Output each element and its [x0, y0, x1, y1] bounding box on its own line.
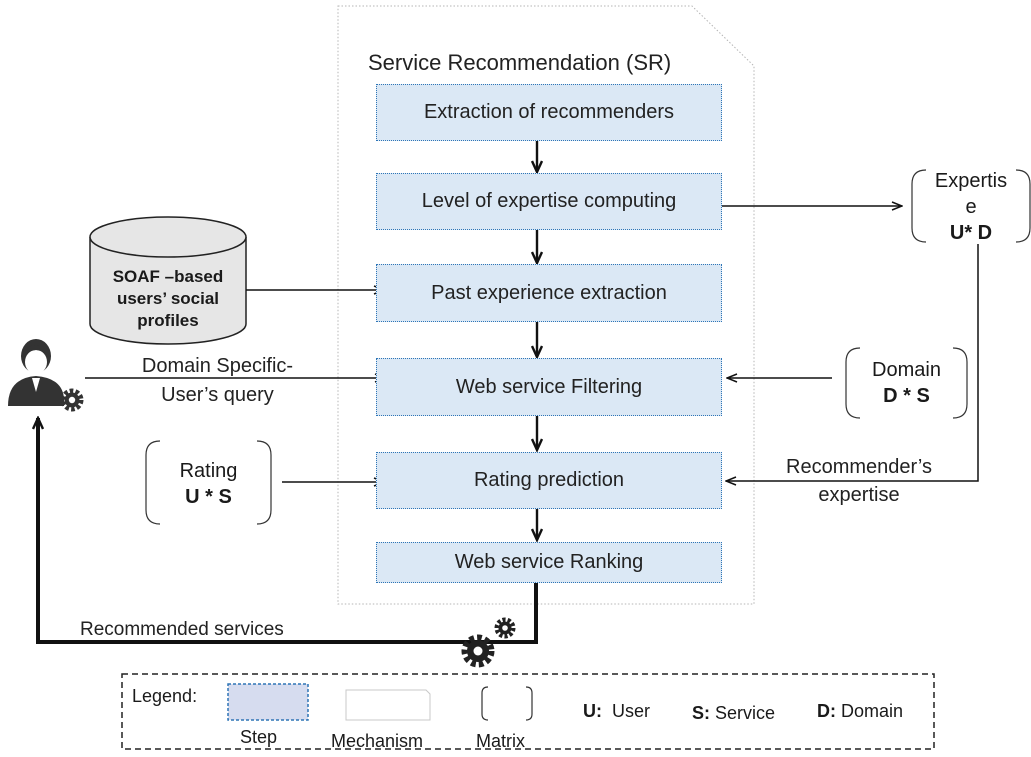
domain-matrix: Domain D * S	[850, 353, 963, 413]
legend-domain-abbr: D:	[817, 701, 836, 721]
legend-domain-value: Domain	[841, 701, 904, 721]
step-rating-prediction: Rating prediction	[376, 452, 722, 509]
step-level-of-expertise: Level of expertise computing	[376, 173, 722, 230]
sr-title: Service Recommendation (SR)	[368, 50, 672, 75]
legend-user-key: U: User	[583, 701, 650, 722]
user-gear-icon	[60, 388, 84, 412]
legend-step-swatch	[227, 683, 309, 721]
connector-arrows	[85, 206, 979, 482]
user-query-line-1: Domain Specific-	[141, 355, 294, 377]
database-line-3: profiles	[137, 311, 199, 330]
expertise-matrix-label-2: e	[965, 196, 977, 218]
rating-matrix: Rating U * S	[150, 456, 267, 512]
legend-step-label: Step	[240, 727, 278, 747]
legend-title: Legend:	[132, 686, 198, 706]
legend-mechanism-swatch	[345, 689, 431, 721]
legend-mechanism-label: Mechanism	[331, 731, 424, 751]
legend-user-value: User	[612, 701, 651, 721]
rating-matrix-label: Rating	[179, 460, 238, 482]
step-extraction-of-recommenders: Extraction of recommenders	[376, 84, 722, 141]
user-icon	[8, 339, 64, 406]
gears-icon	[461, 617, 516, 668]
recommender-expertise-line-1: Recommender’s	[786, 456, 932, 478]
recommender-expertise-line-2: expertise	[818, 484, 900, 506]
expertise-matrix: Expertis e U* D	[916, 170, 1026, 244]
domain-matrix-label: Domain	[872, 359, 941, 381]
recommended-services-arrow	[38, 418, 538, 644]
legend-frame	[121, 673, 935, 750]
domain-matrix-dims: D * S	[883, 385, 930, 407]
expertise-matrix-dims: U* D	[949, 222, 993, 244]
database-line-2: users’ social	[116, 289, 220, 308]
step-web-service-filtering: Web service Filtering	[376, 358, 722, 416]
step-web-service-ranking: Web service Ranking	[376, 542, 722, 583]
legend-domain-key: D: Domain	[817, 701, 903, 722]
database-cylinder	[89, 216, 247, 345]
legend-matrix-swatch	[481, 686, 533, 721]
recommended-services-label: Recommended services	[80, 619, 284, 640]
database-line-1: SOAF –based	[112, 267, 224, 286]
rating-matrix-dims: U * S	[185, 486, 232, 508]
database-label: SOAF –based users’ social profiles	[90, 266, 246, 332]
legend-matrix-label: Matrix	[476, 731, 525, 751]
legend-service-key: S: Service	[692, 703, 775, 724]
step-past-experience-extraction: Past experience extraction	[376, 264, 722, 322]
expertise-matrix-label-1: Expertis	[934, 170, 1008, 192]
legend-user-abbr: U:	[583, 701, 602, 721]
legend-service-value: Service	[715, 703, 776, 723]
matrix-brackets	[145, 169, 1031, 525]
user-query-line-2: User’s query	[161, 384, 274, 406]
legend-service-abbr: S:	[692, 703, 710, 723]
